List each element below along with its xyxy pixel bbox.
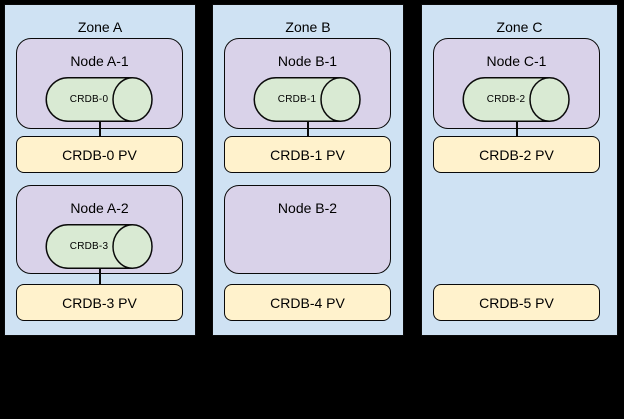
crdb-3-pod-label: CRDB-3 [69,241,109,252]
crdb-2-pod-label: CRDB-2 [486,94,526,105]
node-a1: Node A-1 CRDB-0 [16,38,183,129]
node-b2: Node B-2 [224,185,391,274]
crdb-0-pv: CRDB-0 PV [16,136,183,173]
connector-c1-to-pv [516,122,518,136]
node-b2-label: Node B-2 [277,200,338,216]
crdb-5-pv: CRDB-5 PV [433,284,600,321]
crdb-3-cylinder-icon: CRDB-3 [45,224,153,269]
crdb-0-cylinder-icon: CRDB-0 [45,77,153,122]
node-a2: Node A-2 CRDB-3 [16,185,183,274]
crdb-2-pv: CRDB-2 PV [433,136,600,173]
node-c1-label: Node C-1 [486,53,547,69]
connector-a1-to-pv [99,122,101,136]
zone-a-label: Zone A [77,19,123,35]
zone-c-label: Zone C [496,19,543,35]
crdb-4-pv: CRDB-4 PV [224,284,391,321]
node-a1-label: Node A-1 [70,53,129,69]
crdb-1-cylinder-icon: CRDB-1 [253,77,361,122]
connector-a2-to-pv [99,269,101,284]
node-b1: Node B-1 CRDB-1 [224,38,391,129]
zone-b-label: Zone B [285,19,331,35]
crdb-3-pv: CRDB-3 PV [16,284,183,321]
zone-b: Zone B Node B-1 CRDB-1 CRDB-1 PV Node B-… [212,4,404,336]
node-b1-label: Node B-1 [277,53,338,69]
crdb-0-pod-label: CRDB-0 [69,94,109,105]
zone-a: Zone A Node A-1 CRDB-0 CRDB-0 PV Node A-… [4,4,196,336]
zone-c: Zone C Node C-1 CRDB-2 CRDB-2 PV CRDB-5 … [421,4,618,336]
crdb-1-pv: CRDB-1 PV [224,136,391,173]
crdb-2-cylinder-icon: CRDB-2 [462,77,570,122]
connector-b1-to-pv [307,122,309,136]
node-c1: Node C-1 CRDB-2 [433,38,600,129]
crdb-1-pod-label: CRDB-1 [277,94,317,105]
node-a2-label: Node A-2 [70,200,129,216]
